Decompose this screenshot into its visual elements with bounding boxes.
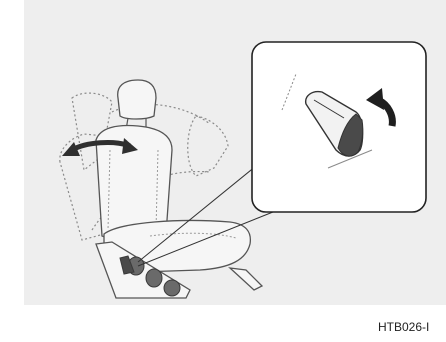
figure-code: HTB026-I — [378, 320, 429, 334]
lever-detail-inset — [252, 42, 426, 212]
headrest — [118, 80, 156, 130]
